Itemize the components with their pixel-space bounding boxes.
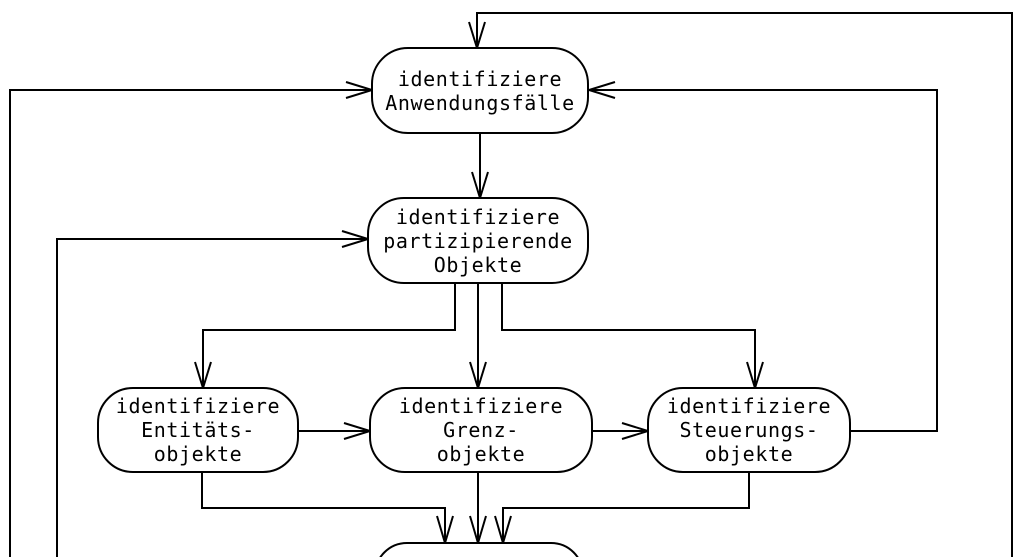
node-identifiziere-partizipierende-objekte	[367, 197, 589, 284]
node-bottom-cropped	[379, 542, 579, 557]
edge-feedback-top	[476, 12, 1013, 557]
edge-steuerungs-to-bottom	[502, 472, 750, 543]
node-identifiziere-anwendungsfaelle	[371, 47, 589, 134]
node-identifiziere-entitaetsobjekte	[97, 387, 299, 473]
edge-steuerungs-to-anwendungsfaelle	[589, 89, 938, 432]
edge-feedback-left-outer	[9, 89, 372, 557]
node-identifiziere-steuerungsobjekte	[647, 387, 851, 473]
node-identifiziere-grenzobjekte	[369, 387, 593, 473]
edge-partizipierende-to-entitaets	[202, 283, 456, 388]
edge-partizipierende-to-steuerungs	[501, 283, 756, 388]
edge-entitaets-to-bottom	[201, 472, 446, 543]
edge-feedback-left-inner	[56, 238, 368, 557]
